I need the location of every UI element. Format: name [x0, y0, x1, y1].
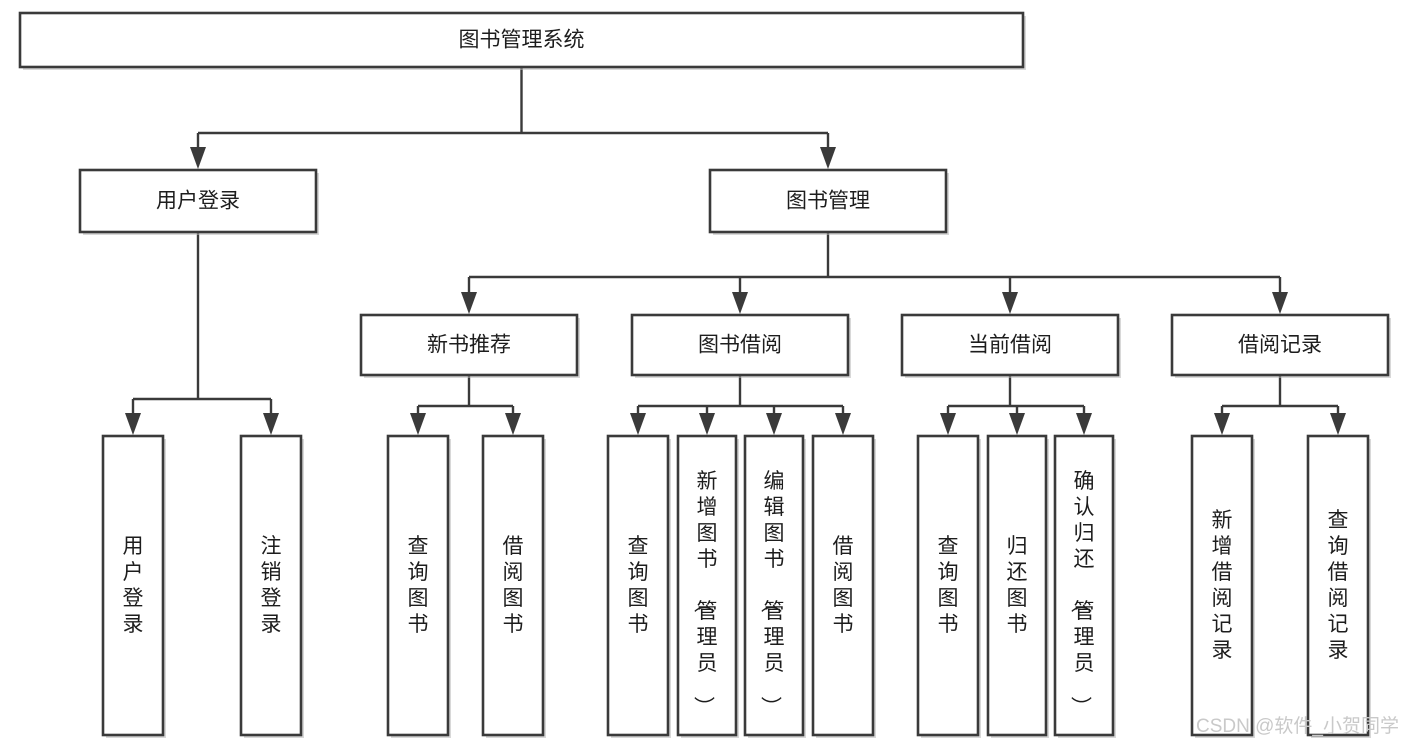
node-leaf-recommend-query[interactable]: 查询图书 — [386, 434, 451, 738]
connector-group-root — [190, 67, 836, 169]
arrow-head-icon — [190, 147, 206, 169]
arrow-head-icon — [835, 413, 851, 435]
node-label: 新增图书（管理员） — [692, 470, 718, 717]
arrow-head-icon — [461, 292, 477, 314]
arrow-head-icon — [732, 292, 748, 314]
node-label: 编辑图书（管理员） — [759, 470, 785, 717]
arrow-head-icon — [125, 413, 141, 435]
node-label: 查询图书 — [938, 535, 959, 636]
watermark-label: CSDN @软件_小贺同学 — [1196, 715, 1399, 737]
connector-group-borrow-record — [1214, 375, 1346, 435]
node-new-book-recommend[interactable]: 新书推荐 — [359, 313, 580, 378]
node-box[interactable] — [239, 434, 303, 737]
node-label: 图书管理 — [786, 190, 870, 213]
node-label: 注销登录 — [261, 535, 282, 636]
arrow-head-icon — [1002, 292, 1018, 314]
node-label: 当前借阅 — [968, 334, 1052, 357]
arrow-head-icon — [410, 413, 426, 435]
node-box[interactable] — [708, 168, 948, 234]
arrow-head-icon — [699, 413, 715, 435]
node-box[interactable] — [986, 434, 1048, 737]
connector-group-current-borrow — [940, 375, 1092, 435]
node-leaf-current-return[interactable]: 归还图书 — [986, 434, 1049, 738]
node-user-login[interactable]: 用户登录 — [78, 168, 319, 235]
arrow-head-icon — [1009, 413, 1025, 435]
node-book-manage[interactable]: 图书管理 — [708, 168, 949, 235]
node-box[interactable] — [1190, 434, 1254, 737]
node-label: 图书管理系统 — [459, 29, 585, 52]
node-book-borrow[interactable]: 图书借阅 — [630, 313, 851, 378]
node-leaf-record-add[interactable]: 新增借阅记录 — [1190, 434, 1255, 738]
node-label: 借阅图书 — [833, 535, 854, 636]
node-root[interactable]: 图书管理系统 — [18, 11, 1026, 70]
arrow-head-icon — [630, 413, 646, 435]
arrow-head-icon — [766, 413, 782, 435]
node-label: 新增借阅记录 — [1212, 509, 1233, 662]
node-box[interactable] — [1306, 434, 1370, 737]
connector-layer — [125, 67, 1346, 435]
node-leaf-borrow-query[interactable]: 查询图书 — [606, 434, 671, 738]
node-leaf-recommend-borrow[interactable]: 借阅图书 — [481, 434, 546, 738]
arrow-head-icon — [505, 413, 521, 435]
node-borrow-record[interactable]: 借阅记录 — [1170, 313, 1391, 378]
arrow-head-icon — [1272, 292, 1288, 314]
connector-group-new-book-recommend — [410, 375, 521, 435]
node-box[interactable] — [18, 11, 1025, 69]
node-leaf-user-login[interactable]: 用户登录 — [101, 434, 166, 738]
node-current-borrow[interactable]: 当前借阅 — [900, 313, 1121, 378]
node-label: 借阅图书 — [503, 535, 524, 636]
arrow-head-icon — [263, 413, 279, 435]
node-box[interactable] — [1170, 313, 1390, 377]
arrow-head-icon — [1076, 413, 1092, 435]
connector-group-book-manage — [461, 232, 1288, 314]
node-leaf-current-confirm[interactable]: 确认归还（管理员） — [1053, 434, 1116, 738]
node-layer: 图书管理系统用户登录图书管理新书推荐图书借阅当前借阅借阅记录用户登录注销登录查询… — [18, 11, 1391, 738]
node-box[interactable] — [900, 313, 1120, 377]
node-box[interactable] — [101, 434, 165, 737]
node-box[interactable] — [916, 434, 980, 737]
node-label: 用户登录 — [123, 535, 144, 636]
node-leaf-borrow-borrow[interactable]: 借阅图书 — [811, 434, 876, 738]
connector-group-user-login — [125, 232, 279, 435]
node-label: 查询借阅记录 — [1328, 509, 1349, 662]
arrow-head-icon — [940, 413, 956, 435]
node-label: 查询图书 — [628, 535, 649, 636]
node-label: 图书借阅 — [698, 334, 782, 357]
node-box[interactable] — [386, 434, 450, 737]
node-leaf-user-logout[interactable]: 注销登录 — [239, 434, 304, 738]
node-box[interactable] — [78, 168, 318, 234]
node-label: 归还图书 — [1007, 535, 1028, 636]
node-box[interactable] — [606, 434, 670, 737]
node-label: 确认归还（管理员） — [1069, 470, 1095, 717]
arrow-head-icon — [820, 147, 836, 169]
node-leaf-record-query[interactable]: 查询借阅记录 — [1306, 434, 1371, 738]
node-label: 用户登录 — [156, 190, 240, 213]
node-label: 查询图书 — [408, 535, 429, 636]
node-box[interactable] — [359, 313, 579, 377]
node-box[interactable] — [481, 434, 545, 737]
node-box[interactable] — [743, 434, 805, 737]
node-leaf-borrow-add[interactable]: 新增图书（管理员） — [676, 434, 739, 738]
node-box[interactable] — [676, 434, 738, 737]
node-box[interactable] — [811, 434, 875, 737]
node-leaf-current-query[interactable]: 查询图书 — [916, 434, 981, 738]
node-box[interactable] — [1053, 434, 1115, 737]
arrow-head-icon — [1330, 413, 1346, 435]
node-label: 借阅记录 — [1238, 334, 1322, 357]
node-label: 新书推荐 — [427, 334, 511, 357]
node-box[interactable] — [630, 313, 850, 377]
arrow-head-icon — [1214, 413, 1230, 435]
connector-group-book-borrow — [630, 375, 851, 435]
node-leaf-borrow-edit[interactable]: 编辑图书（管理员） — [743, 434, 806, 738]
